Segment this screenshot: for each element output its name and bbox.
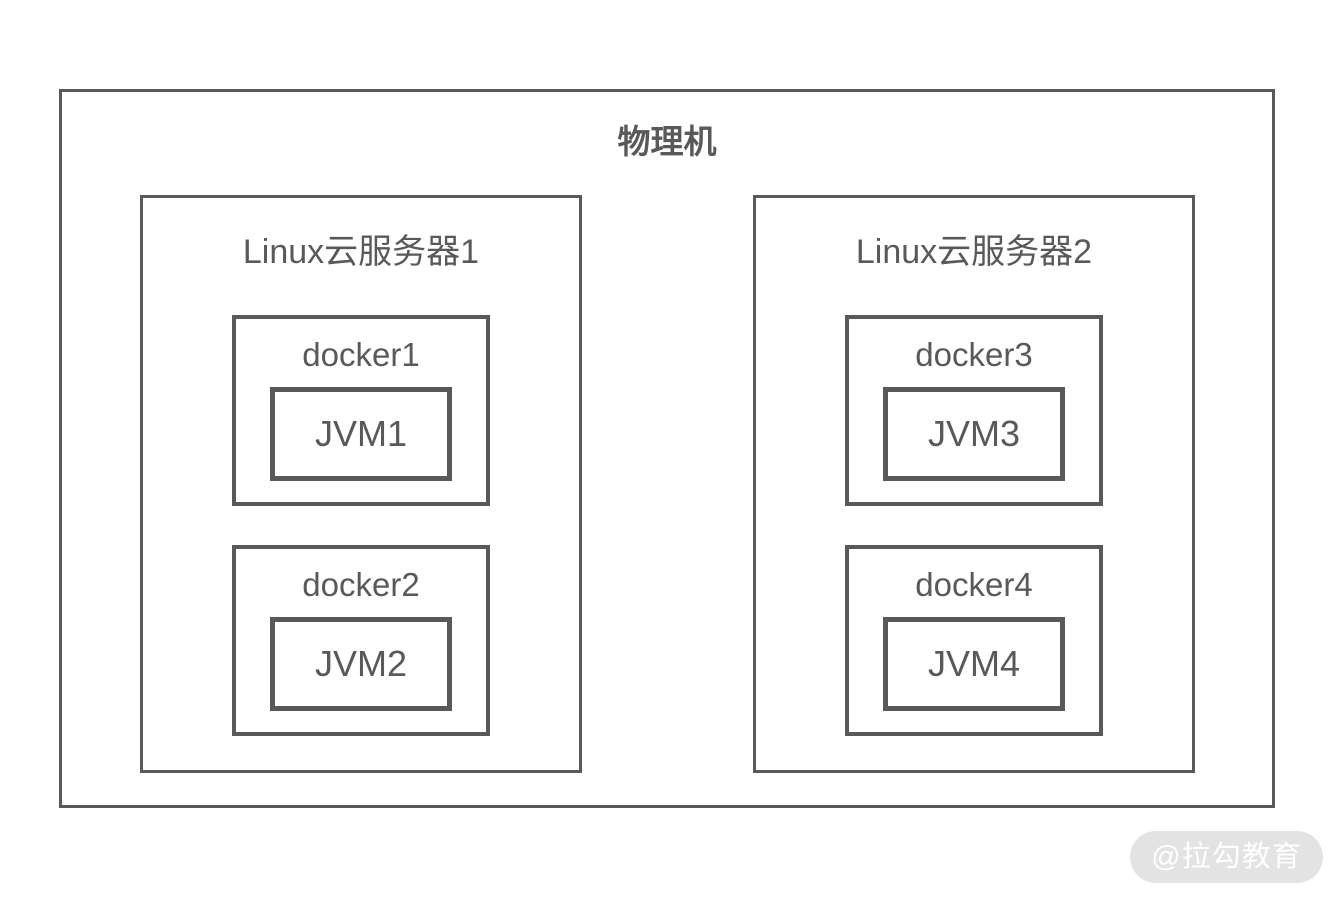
jvm-2-label: JVM2 xyxy=(314,643,408,685)
docker-2-title: docker2 xyxy=(302,565,420,603)
jvm-box-2: JVM2 xyxy=(270,617,452,712)
jvm-3-label: JVM3 xyxy=(927,413,1021,455)
jvm-1-label: JVM1 xyxy=(314,413,408,455)
docker-box-1: docker1 JVM1 xyxy=(232,314,490,506)
docker-1-title: docker1 xyxy=(302,335,420,373)
server-1-title: Linux云服务器1 xyxy=(242,233,480,271)
server-box-1: Linux云服务器1 docker1 JVM1 docker2 JVM2 xyxy=(140,195,582,773)
jvm-box-4: JVM4 xyxy=(883,617,1065,712)
jvm-box-3: JVM3 xyxy=(883,387,1065,482)
docker-3-title: docker3 xyxy=(915,335,1033,373)
server-box-2: Linux云服务器2 docker3 JVM3 docker4 JVM4 xyxy=(753,195,1195,773)
docker-4-title: docker4 xyxy=(915,565,1033,603)
docker-box-3: docker3 JVM3 xyxy=(845,314,1103,506)
jvm-4-label: JVM4 xyxy=(927,643,1021,685)
jvm-box-1: JVM1 xyxy=(270,387,452,482)
server-2-title: Linux云服务器2 xyxy=(855,233,1093,271)
watermark-badge: @拉勾教育 xyxy=(1130,831,1323,883)
physical-machine-box: 物理机 xyxy=(59,89,1275,808)
physical-machine-title: 物理机 xyxy=(617,123,717,160)
docker-box-2: docker2 JVM2 xyxy=(232,544,490,736)
docker-box-4: docker4 JVM4 xyxy=(845,544,1103,736)
watermark-text: @拉勾教育 xyxy=(1151,840,1302,873)
